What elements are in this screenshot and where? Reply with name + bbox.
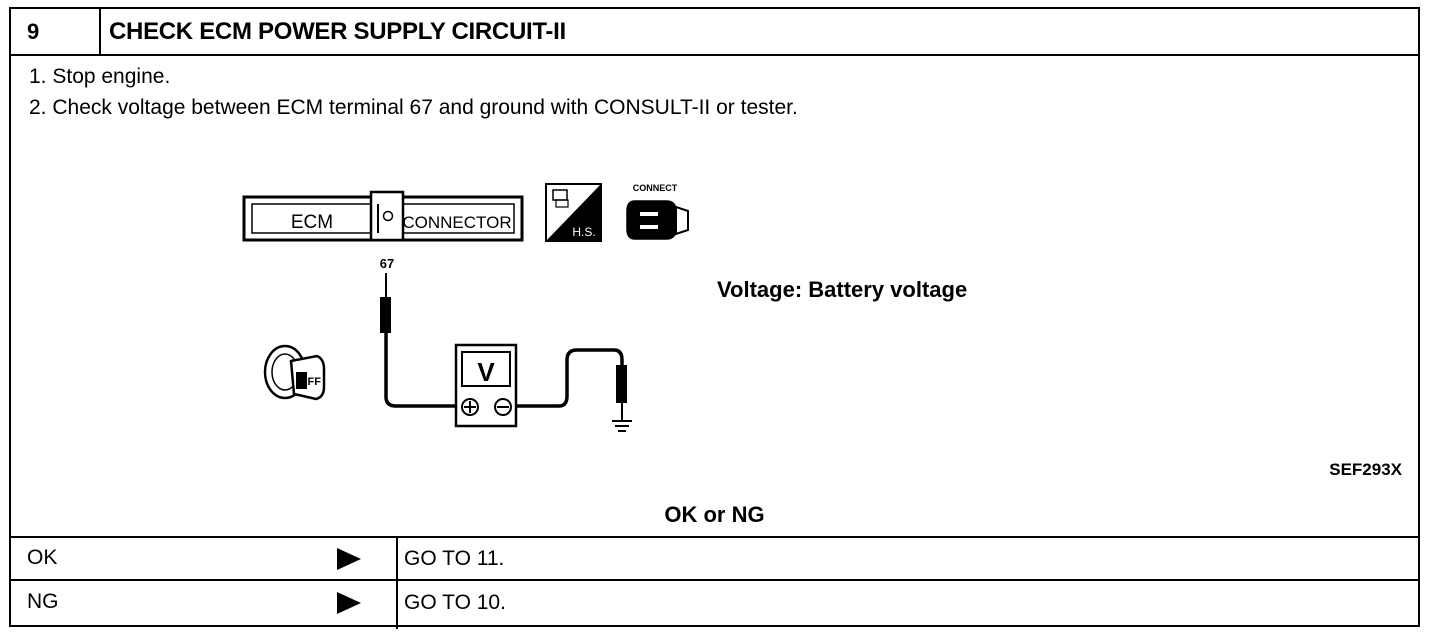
instruction-step-1: 1. Stop engine. <box>29 65 171 88</box>
ecm-connector: ECM CONNECTOR <box>242 190 524 242</box>
connect-icon: CONNECT <box>626 183 689 240</box>
result-heading: OK or NG <box>664 502 765 527</box>
positive-probe <box>380 273 457 408</box>
instruction-step-2: 2. Check voltage between ECM terminal 67… <box>29 96 798 119</box>
header-separator <box>11 54 1418 56</box>
ecm-label: ECM <box>291 212 333 233</box>
voltmeter: V <box>454 343 518 428</box>
hs-label: H.S. <box>572 225 595 239</box>
result-row-separator <box>11 579 1418 581</box>
terminal-number: 67 <box>380 256 394 271</box>
header-divider <box>99 9 101 54</box>
connect-label: CONNECT <box>633 183 678 193</box>
result-row-ng-label: NG <box>27 590 59 613</box>
connector-label: CONNECTOR <box>402 213 511 232</box>
voltage-spec: Voltage: Battery voltage <box>717 277 968 302</box>
result-separator <box>11 536 1418 538</box>
step-number: 9 <box>27 19 40 44</box>
result-row-ng-arrow-icon <box>337 592 361 614</box>
result-row-ok-label: OK <box>27 546 58 569</box>
harness-side-icon: H.S. <box>545 183 602 242</box>
voltmeter-label: V <box>477 357 495 387</box>
ignition-off-label: OFF <box>299 376 321 388</box>
step-title: CHECK ECM POWER SUPPLY CIRCUIT-II <box>109 18 566 45</box>
procedure-table: 9 CHECK ECM POWER SUPPLY CIRCUIT-II 1. S… <box>9 7 1420 629</box>
figure-id: SEF293X <box>1329 460 1402 479</box>
result-row-ok-action: GO TO 11. <box>404 547 505 570</box>
ignition-off-icon: OFF <box>263 344 326 401</box>
result-row-ok-arrow-icon <box>337 548 361 570</box>
wiring-diagram: ECM CONNECTOR H.S. CONNECT 67 <box>242 183 689 432</box>
result-column-divider <box>396 536 398 629</box>
ground-probe <box>516 348 632 432</box>
result-row-ng-action: GO TO 10. <box>404 591 506 614</box>
